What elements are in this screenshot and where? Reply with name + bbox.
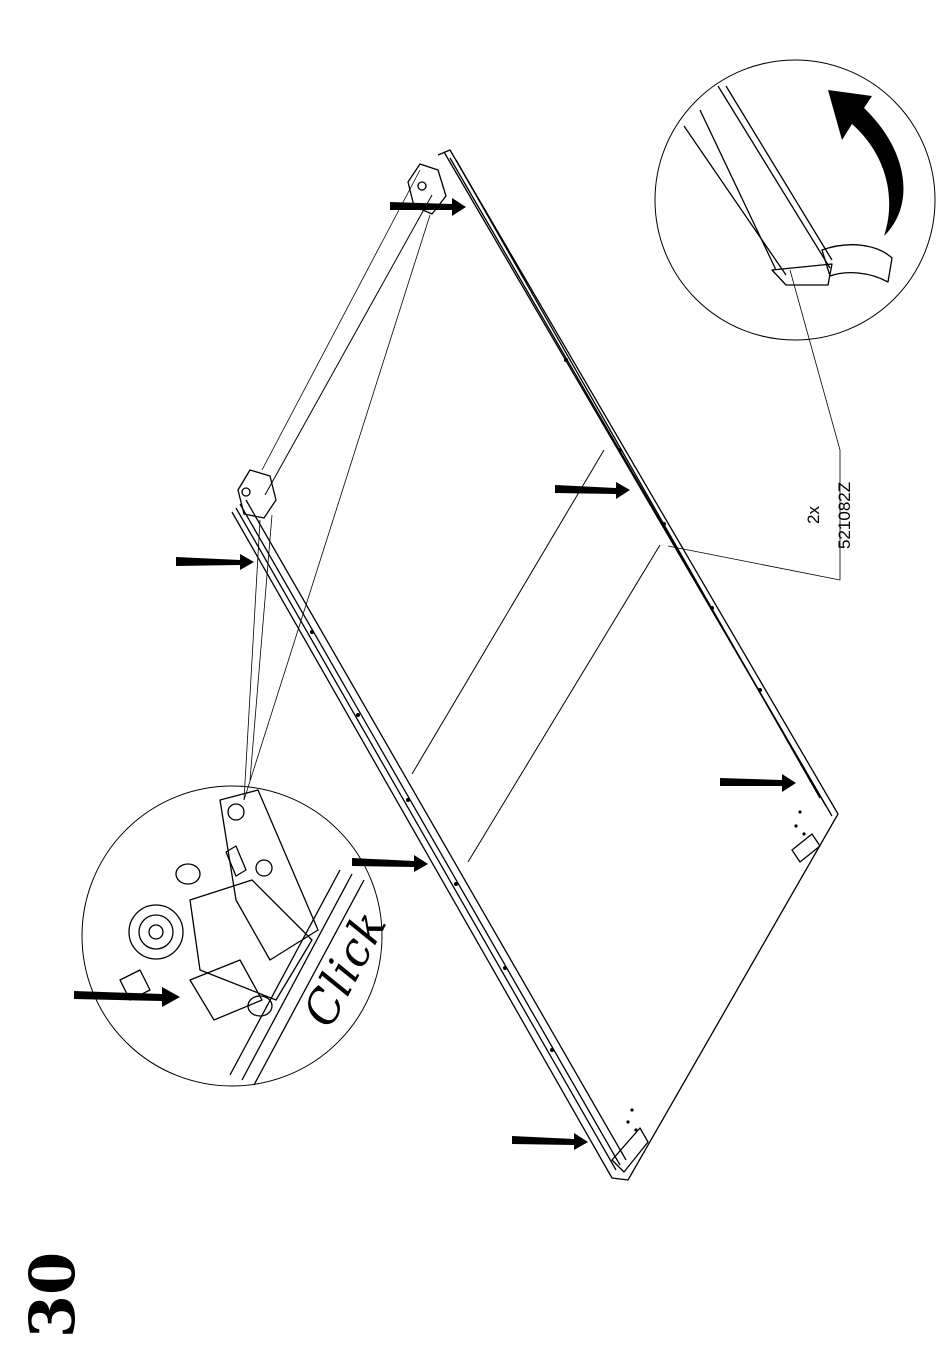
push-arrow-icon xyxy=(176,554,254,570)
push-arrow-icon xyxy=(74,987,180,1007)
push-arrow-icon xyxy=(390,198,466,216)
peel-arrow-icon xyxy=(828,90,903,236)
part-quantity: 2x xyxy=(804,506,824,524)
push-arrow-icon xyxy=(555,482,630,499)
push-arrow-icon xyxy=(512,1133,588,1150)
leader-lines xyxy=(244,170,840,800)
step-number: 30 xyxy=(2,1265,102,1325)
push-arrow-icon xyxy=(720,774,796,792)
rail-holes xyxy=(310,358,806,1132)
push-arrows xyxy=(74,198,796,1150)
part-code: 521082Z xyxy=(835,482,855,549)
